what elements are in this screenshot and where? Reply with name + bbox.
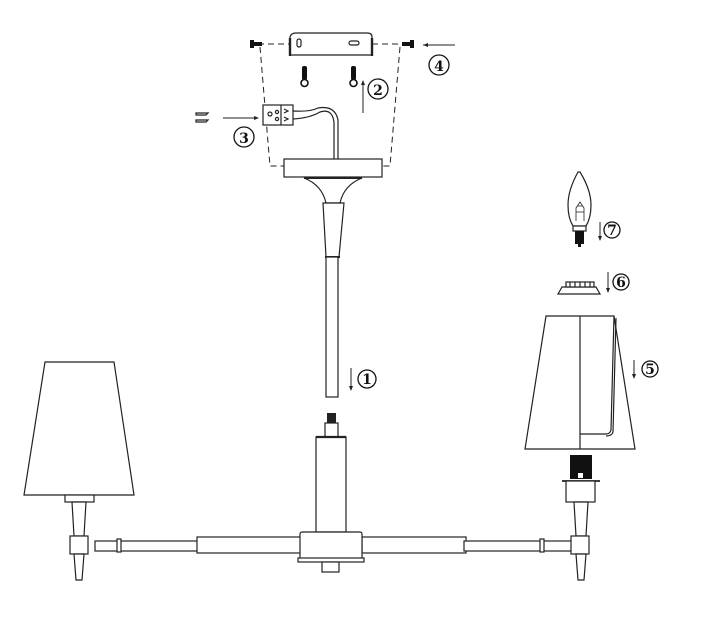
step-label-6: 6: [612, 273, 630, 291]
svg-text:4: 4: [434, 59, 444, 75]
mounting-bracket: [288, 32, 374, 56]
canopy-screw-left: [250, 40, 262, 48]
step-label-4: 4: [428, 54, 450, 76]
step-label-5: 5: [641, 360, 659, 378]
step-label-1: 1: [357, 369, 377, 389]
svg-text:3: 3: [239, 131, 249, 147]
mounting-screw-right: [349, 66, 358, 88]
mounting-screw-left: [300, 66, 309, 88]
down-rod-collar: [322, 202, 345, 258]
center-column: [315, 413, 347, 533]
candle-bulb: [567, 171, 592, 247]
wire-nuts: [195, 112, 210, 123]
arm-left: [94, 536, 302, 554]
assembly-guide-lines: [258, 43, 402, 167]
shade-ring: [556, 281, 602, 295]
svg-text:7: 7: [607, 223, 617, 239]
svg-text:6: 6: [616, 275, 626, 291]
arm-right: [361, 536, 575, 554]
svg-text:5: 5: [645, 362, 655, 378]
lamp-right-stem: [562, 455, 600, 581]
canopy-screw-right: [402, 40, 414, 48]
canopy: [283, 158, 383, 204]
step-label-3: 3: [233, 126, 255, 148]
lamp-left: [23, 361, 135, 581]
step-label-7: 7: [603, 221, 621, 239]
svg-text:1: 1: [362, 372, 372, 388]
down-rod: [325, 256, 339, 398]
svg-text:2: 2: [373, 83, 383, 99]
wire-connector: [262, 104, 339, 160]
step-label-2: 2: [367, 78, 389, 100]
lamp-shade: [524, 315, 636, 450]
center-hub: [297, 531, 365, 573]
